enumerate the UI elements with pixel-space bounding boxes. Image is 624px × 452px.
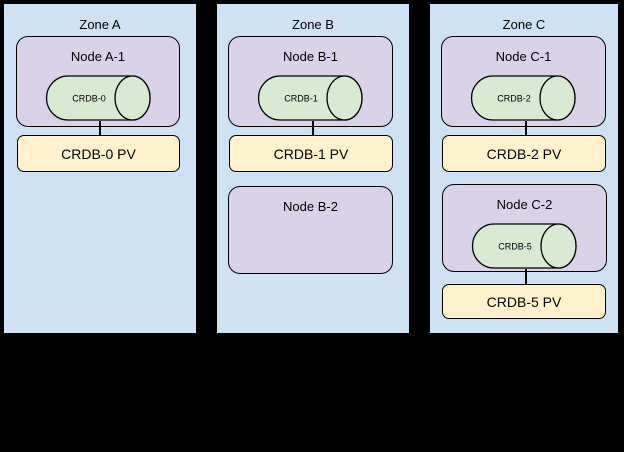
node-c1: Node C-1 CRDB-2 (441, 36, 606, 127)
node-b1: Node B-1 CRDB-1 (228, 36, 393, 127)
zone-a: Zone A Node A-1 CRDB-0 CRDB-0 PV (2, 2, 198, 335)
crdb-0-cylinder-icon: CRDB-0 (45, 75, 151, 121)
node-a1-label: Node A-1 (70, 49, 126, 64)
node-b2-label: Node B-2 (283, 199, 338, 214)
node-c1-label: Node C-1 (495, 49, 552, 64)
node-c2: Node C-2 CRDB-5 (442, 184, 607, 272)
zone-c-label: Zone C (502, 17, 546, 32)
crdb-5-cylinder-label: CRDB-5 (498, 242, 532, 252)
connector-b1-pv (311, 121, 314, 136)
node-b1-label: Node B-1 (283, 49, 338, 64)
pv-box-crdb-2: CRDB-2 PV (442, 135, 606, 172)
crdb-1-cylinder-icon: CRDB-1 (257, 75, 363, 121)
connector-c2-pv (524, 269, 527, 285)
node-c2-label: Node C-2 (496, 197, 553, 212)
crdb-2-cylinder-icon: CRDB-2 (470, 75, 576, 121)
pv-box-crdb-0: CRDB-0 PV (17, 135, 180, 172)
pv-crdb-1-label: CRDB-1 PV (273, 145, 349, 162)
node-b2: Node B-2 (228, 186, 393, 274)
pv-crdb-5-label: CRDB-5 PV (486, 293, 562, 310)
crdb-0-cylinder-label: CRDB-0 (72, 94, 106, 104)
pv-box-crdb-1: CRDB-1 PV (229, 135, 393, 172)
zone-b-label: Zone B (292, 17, 334, 32)
pv-crdb-2-label: CRDB-2 PV (486, 145, 562, 162)
zone-b: Zone B Node B-1 CRDB-1 CRDB-1 PV Node B-… (215, 2, 411, 335)
crdb-1-cylinder-label: CRDB-1 (284, 94, 318, 104)
zone-c: Zone C Node C-1 CRDB-2 CRDB-2 PV Node C-… (428, 2, 620, 335)
pv-box-crdb-5: CRDB-5 PV (442, 284, 606, 319)
connector-a1-pv (98, 121, 101, 136)
zone-a-label: Zone A (79, 17, 121, 32)
pv-crdb-0-label: CRDB-0 PV (61, 145, 136, 162)
node-a1: Node A-1 CRDB-0 (16, 36, 180, 127)
crdb-5-cylinder-icon: CRDB-5 (471, 223, 577, 269)
connector-c1-pv (524, 121, 527, 136)
crdb-2-cylinder-label: CRDB-2 (497, 94, 531, 104)
